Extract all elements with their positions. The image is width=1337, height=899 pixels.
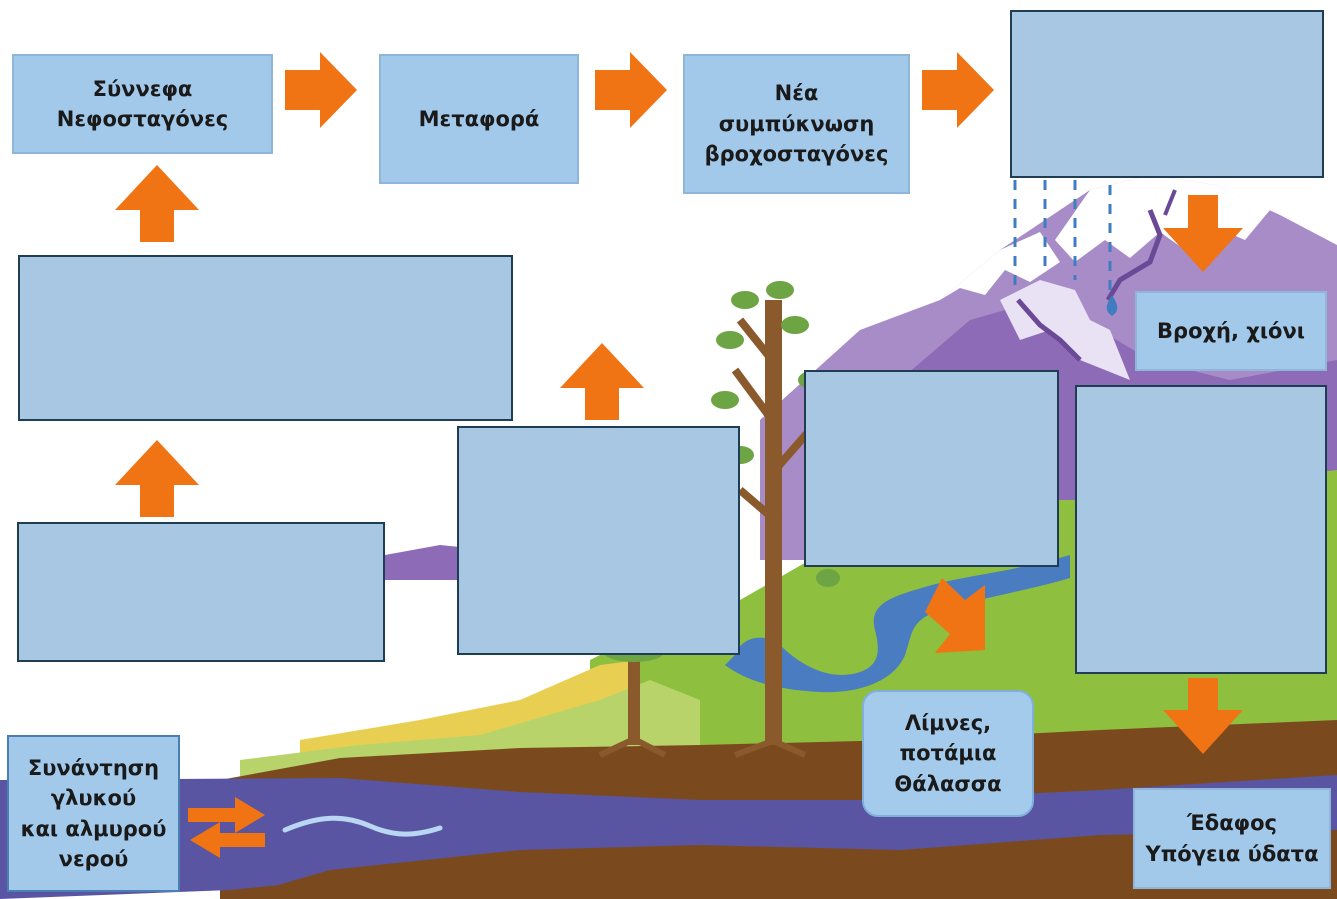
arrow-right-2 <box>595 52 667 128</box>
blank-box-middle <box>457 426 740 655</box>
arrow-down-2 <box>1163 678 1243 754</box>
arrow-diagonal <box>925 578 985 653</box>
arrow-right-3 <box>922 52 994 128</box>
box-new-condensation: Νέα συμπύκνωση βροχοσταγόνες <box>683 54 910 194</box>
box-transport: Μεταφορά <box>379 54 579 184</box>
box-soil-groundwater: Έδαφος Υπόγεια ύδατα <box>1133 788 1331 889</box>
blank-box-bottom-left <box>17 522 385 662</box>
blank-box-top-right <box>1010 10 1324 178</box>
leaf <box>816 569 840 587</box>
box-precipitation: Βροχή, χιόνι <box>1135 291 1327 371</box>
wave-icon <box>282 815 443 837</box>
box-lakes-rivers-sea: Λίμνες, ποτάμια Θάλασσα <box>862 690 1034 817</box>
blank-box-infiltration <box>1075 385 1327 674</box>
box-meeting-waters: Συνάντηση γλυκού και αλμυρού νερού <box>7 735 180 892</box>
box-clouds: Σύννεφα Νεφοσταγόνες <box>12 54 273 154</box>
rain-lines <box>1013 180 1112 290</box>
arrow-up-3 <box>560 343 644 420</box>
distant-hill <box>385 545 470 580</box>
arrow-up-2 <box>115 440 199 517</box>
arrow-right-1 <box>285 52 357 128</box>
deep-soil <box>230 830 1337 899</box>
arrow-exchange-right <box>188 797 265 833</box>
blank-box-evaporation <box>18 255 513 421</box>
arrow-exchange-left <box>190 822 265 858</box>
flow-arrows <box>115 52 1243 858</box>
arrow-down-1 <box>1163 195 1243 272</box>
raindrop-icon <box>1106 295 1118 316</box>
tree-tall <box>711 281 826 758</box>
arrow-up-1 <box>115 165 199 242</box>
blank-box-runoff <box>804 370 1059 567</box>
